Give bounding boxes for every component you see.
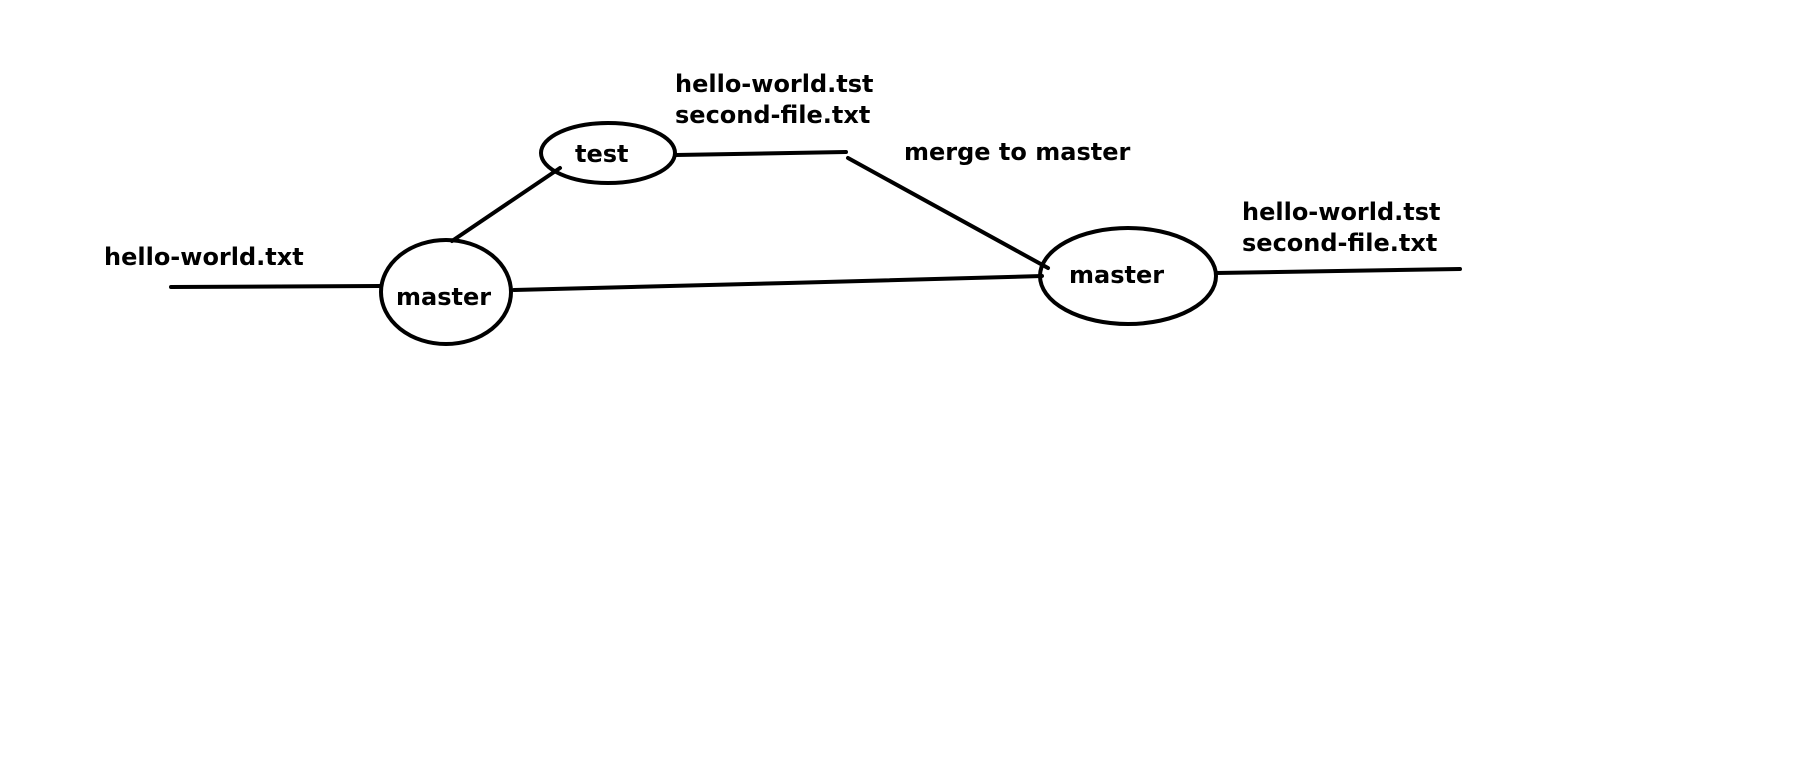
test-files-label-line2: second-file.txt [675, 101, 870, 129]
merged-files-label-line1: hello-world.tst [1242, 198, 1441, 226]
master-node-right-label: master [1069, 261, 1164, 289]
initial-history-line [169, 284, 382, 289]
merged-files-label-line2: second-file.txt [1242, 229, 1437, 257]
test-node-label: test [575, 140, 629, 168]
test-node [539, 121, 677, 185]
merge-line [846, 156, 1050, 270]
test-files-label-line1: hello-world.tst [675, 70, 874, 98]
branch-to-test-line [450, 166, 562, 243]
master-node-right [1038, 226, 1218, 326]
merge-label: merge to master [904, 138, 1130, 166]
test-commit-line [674, 150, 848, 157]
master-node-left-label: master [396, 283, 491, 311]
master-history-line [512, 274, 1044, 292]
initial-file-label: hello-world.txt [104, 243, 304, 271]
master-node-left [379, 238, 513, 346]
post-merge-line [1214, 267, 1462, 275]
